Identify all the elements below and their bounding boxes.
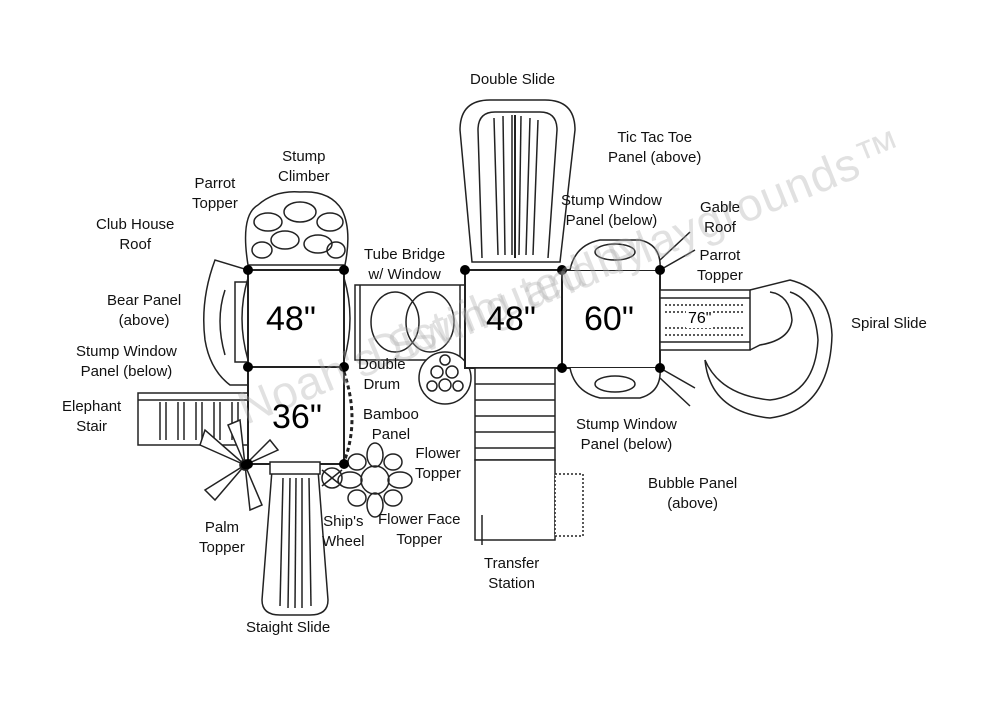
label-bear-panel: Bear Panel(above)	[107, 292, 182, 329]
label-straight-slide: Staight Slide	[246, 619, 331, 636]
spiral-slide-shape	[704, 279, 833, 419]
deck-48-left	[247, 269, 345, 368]
stump-window-top-shape	[569, 231, 696, 271]
double-drum-shape	[418, 351, 472, 405]
double-slide-shape	[459, 99, 576, 263]
straight-slide-shape	[261, 461, 329, 616]
stump-window-bottom-shape	[569, 367, 696, 407]
transfer-station-shape	[474, 367, 584, 545]
tube-bridge-shape	[354, 284, 466, 361]
palm-topper-shape	[199, 418, 280, 512]
post-markers	[243, 265, 665, 469]
bamboo-panel-shape	[342, 371, 354, 463]
deck-size-60: 60"	[584, 300, 634, 338]
stump-climber-shape	[244, 191, 349, 266]
elephant-stair-shape	[137, 392, 249, 446]
label-double-slide: Double Slide	[470, 71, 556, 88]
flower-face-topper-shape	[337, 442, 413, 518]
label-bubble-panel: Bubble Panel(above)	[648, 475, 738, 512]
bridge-length: 76"	[686, 310, 714, 328]
bear-panel-shape	[203, 259, 249, 386]
deck-size-36: 36"	[272, 398, 322, 436]
deck-size-48-right: 48"	[486, 300, 536, 338]
label-spiral-slide: Spiral Slide	[851, 315, 927, 332]
deck-size-48-left: 48"	[266, 300, 316, 338]
